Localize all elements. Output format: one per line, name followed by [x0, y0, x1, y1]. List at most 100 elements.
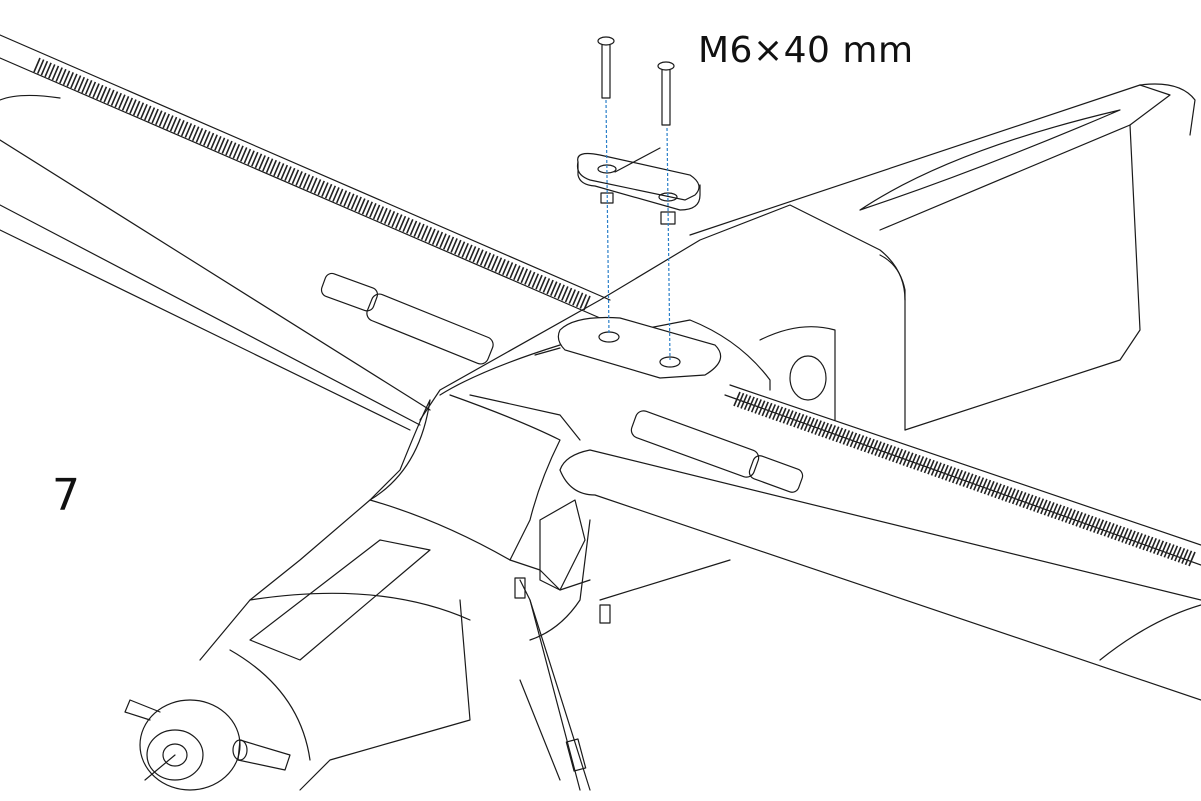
vent-slot — [1075, 511, 1083, 527]
vent-slot — [1167, 544, 1175, 559]
vent-slot — [313, 179, 322, 194]
vent-slot — [339, 190, 348, 205]
vent-slot — [402, 217, 410, 233]
vent-slot — [810, 418, 819, 434]
vent-slot — [361, 199, 370, 215]
vent-slot — [761, 401, 769, 417]
vent-slot — [881, 443, 889, 459]
screw-spec-label: M6×40 mm — [698, 30, 914, 71]
vent-slot — [44, 62, 52, 78]
vent-slot — [906, 452, 914, 468]
vent-slot — [527, 271, 536, 287]
vent-slot — [1107, 523, 1115, 538]
vent-slot — [195, 127, 204, 143]
vent-slot — [959, 471, 967, 486]
vent-slot — [335, 188, 344, 204]
vent-slot — [284, 166, 292, 181]
vent-slot — [247, 150, 255, 165]
vent-slot — [350, 195, 359, 210]
vent-slot — [856, 435, 865, 450]
vent-slot — [1117, 526, 1126, 542]
vent-slot — [158, 111, 167, 127]
vent-slot — [839, 428, 847, 444]
vent-slot — [59, 68, 67, 84]
vent-slot — [973, 476, 981, 491]
vent-slot — [383, 209, 392, 225]
vent-slot — [853, 433, 861, 449]
vent-slot — [140, 104, 148, 119]
vent-slot — [239, 147, 248, 162]
vent-slot — [276, 163, 285, 178]
vent-slot — [1163, 543, 1172, 558]
vent-slot — [479, 250, 488, 266]
alignment-guide-right — [666, 127, 671, 361]
vent-slot — [824, 423, 833, 439]
vent-slot — [365, 201, 373, 217]
vent-slot — [287, 167, 296, 183]
vent-slot — [747, 396, 755, 412]
vent-slot — [793, 412, 801, 428]
vent-slot — [472, 247, 480, 263]
vent-slot — [162, 113, 170, 129]
vent-slot — [937, 463, 946, 479]
vent-slot — [1152, 539, 1161, 554]
vent-slot — [531, 273, 540, 288]
vent-slot — [1033, 497, 1041, 512]
vent-slot — [765, 402, 773, 418]
vent-slot — [1089, 516, 1097, 532]
vent-slot — [542, 278, 551, 293]
vent-slot — [983, 479, 992, 495]
vent-slot — [132, 100, 141, 116]
vent-slot — [166, 115, 174, 130]
vent-slot — [107, 89, 115, 105]
vent-slot — [262, 156, 270, 172]
vent-slot — [494, 257, 503, 272]
vent-slot — [144, 105, 152, 121]
vent-slot — [376, 206, 385, 221]
vent-slot — [955, 469, 963, 485]
vent-slot — [114, 92, 122, 108]
vent-slot — [306, 175, 314, 191]
vent-slot — [236, 145, 244, 161]
vent-slot — [295, 171, 303, 186]
vent-slot — [1142, 535, 1150, 551]
vent-slot — [768, 404, 777, 419]
vent-slot — [269, 159, 277, 175]
vent-slot — [888, 446, 896, 461]
vent-slot — [487, 254, 495, 269]
vent-slot — [1135, 533, 1143, 548]
vent-slot — [1121, 528, 1129, 543]
vent-slot — [835, 427, 844, 443]
vent-slot — [1047, 502, 1055, 517]
vent-slot — [468, 246, 477, 261]
vent-slot — [302, 174, 311, 189]
vent-slot — [391, 212, 399, 228]
vent-slot — [81, 78, 89, 94]
vent-slot — [121, 96, 130, 111]
vent-slot — [96, 84, 104, 100]
vent-slot — [535, 274, 543, 290]
vent-slot — [927, 459, 935, 475]
vent-slot — [457, 241, 466, 257]
vent-slot — [273, 161, 281, 177]
vent-slot — [1036, 498, 1045, 513]
vent-slot — [254, 153, 263, 169]
left-wing — [0, 34, 611, 431]
vent-slot — [509, 263, 517, 279]
vent-slot — [343, 191, 351, 207]
vent-slot — [110, 91, 119, 106]
vent-slot — [895, 448, 903, 464]
vent-slot — [1093, 518, 1101, 533]
vent-slot — [1011, 489, 1020, 505]
vent-slot — [513, 265, 521, 280]
vent-slot — [225, 140, 233, 156]
alignment-guide-left — [605, 99, 610, 336]
vent-slot — [994, 483, 1002, 499]
step-number: 7 — [52, 470, 80, 521]
vent-slot — [324, 183, 333, 199]
vent-slot — [221, 139, 229, 154]
vent-slot — [1057, 505, 1066, 521]
vent-slot — [902, 451, 911, 466]
vent-slot — [431, 230, 440, 245]
vent-slot — [354, 196, 362, 212]
